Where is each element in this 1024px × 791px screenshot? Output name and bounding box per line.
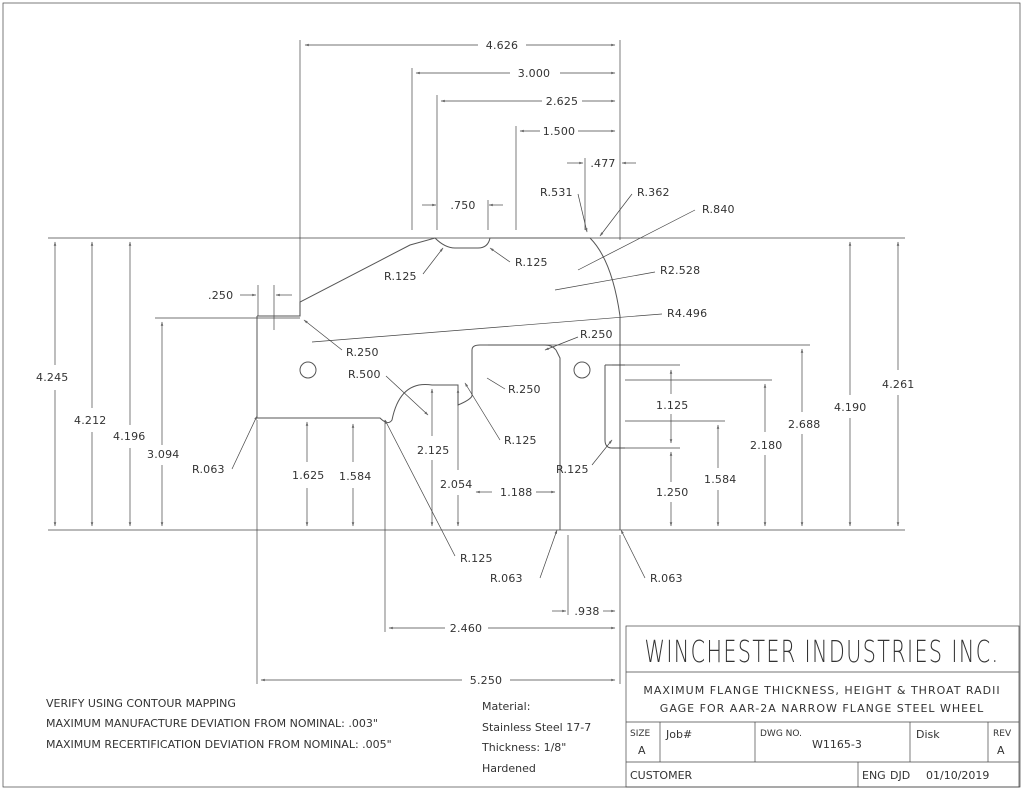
dim-2-688: 2.688 — [788, 418, 821, 431]
dim-0-250: .250 — [208, 289, 233, 302]
dim-3-094: 3.094 — [147, 448, 180, 461]
disk-label: Disk — [916, 728, 940, 741]
leader — [385, 375, 429, 416]
rev-label: REV — [993, 729, 1012, 739]
dim-1-584-a: 1.584 — [339, 470, 372, 483]
radius-r125-a: R.125 — [384, 270, 417, 283]
leader — [577, 209, 696, 271]
leader — [384, 419, 456, 557]
dim-1-625: 1.625 — [292, 469, 325, 482]
dim-5-250: 5.250 — [470, 674, 503, 687]
radius-r063-b: R.063 — [490, 572, 523, 585]
dim-2-180: 2.180 — [750, 439, 783, 452]
radius-r125-d: R.125 — [556, 463, 589, 476]
leader — [577, 193, 588, 233]
radius-r2528: R2.528 — [660, 264, 700, 277]
dim-2-625: 2.625 — [546, 95, 579, 108]
radius-r500: R.500 — [348, 368, 381, 381]
radius-r125-e: R.125 — [460, 552, 493, 565]
dim-1-500: 1.500 — [543, 125, 576, 138]
material-thickness: Thickness: 1/8" — [481, 741, 566, 754]
leader — [486, 377, 506, 390]
drawing-description-2: GAGE FOR AAR-2A NARROW FLANGE STEEL WHEE… — [660, 702, 984, 715]
radius-r125-b: R.125 — [515, 256, 548, 269]
leader — [464, 382, 501, 441]
radius-r840: R.840 — [702, 203, 735, 216]
dwg-number: W1165-3 — [812, 738, 862, 751]
dim-1-250: 1.250 — [656, 486, 689, 499]
dim-4-190: 4.190 — [834, 401, 867, 414]
leader — [591, 439, 613, 466]
dim-4-261: 4.261 — [882, 378, 915, 391]
job-label: Job# — [665, 728, 692, 741]
dim-2-054: 2.054 — [440, 478, 473, 491]
leader — [489, 247, 511, 263]
leader — [554, 271, 656, 291]
dim-1-188: 1.188 — [500, 486, 533, 499]
dim-1-584-b: 1.584 — [704, 473, 737, 486]
leader — [539, 529, 558, 579]
hole-right — [573, 361, 591, 379]
customer-label: CUSTOMER — [630, 769, 693, 782]
dim-4-212: 4.212 — [74, 414, 107, 427]
dim-2-125: 2.125 — [417, 444, 450, 457]
note-manufacture-deviation: MAXIMUM MANUFACTURE DEVIATION FROM NOMIN… — [46, 717, 378, 730]
leader — [231, 415, 258, 470]
dim-1-125: 1.125 — [656, 399, 689, 412]
dim-0-938: .938 — [574, 605, 599, 618]
radius-r125-c: R.125 — [504, 434, 537, 447]
material-label: Material: — [482, 700, 530, 713]
dim-2-460: 2.460 — [450, 622, 483, 635]
dwg-label: DWG NO. — [760, 729, 802, 739]
radius-r250-c: R.250 — [508, 383, 541, 396]
dim-3-000: 3.000 — [518, 67, 551, 80]
size-label: SIZE — [630, 729, 651, 739]
company-name: WINCHESTER INDUSTRIES INC. — [645, 635, 1000, 670]
title-block — [625, 625, 1020, 788]
drawing-date: 01/10/2019 — [926, 769, 989, 782]
note-recertification-deviation: MAXIMUM RECERTIFICATION DEVIATION FROM N… — [46, 738, 392, 751]
eng-label: ENG — [862, 769, 886, 782]
size-value: A — [638, 744, 646, 757]
dim-0-477: .477 — [590, 157, 615, 170]
material-value: Stainless Steel 17-7 — [482, 721, 591, 734]
leader — [620, 529, 646, 579]
note-verify: VERIFY USING CONTOUR MAPPING — [46, 697, 236, 710]
dim-0-750: .750 — [450, 199, 475, 212]
leader — [599, 193, 633, 237]
radius-r531: R.531 — [540, 186, 573, 199]
eng-value: DJD — [890, 769, 910, 782]
drawing-description-1: MAXIMUM FLANGE THICKNESS, HEIGHT & THROA… — [643, 684, 1000, 697]
radius-r362: R.362 — [637, 186, 670, 199]
leader — [544, 336, 579, 351]
radius-r250-b: R.250 — [580, 328, 613, 341]
dim-4-245: 4.245 — [36, 371, 69, 384]
hole-left — [299, 361, 317, 379]
dim-4-196: 4.196 — [113, 430, 146, 443]
radius-r250-a: R.250 — [346, 346, 379, 359]
leader — [311, 313, 663, 343]
radius-r063-c: R.063 — [650, 572, 683, 585]
radius-r063-a: R.063 — [192, 463, 225, 476]
leader — [422, 247, 444, 275]
gage-outline — [256, 237, 625, 530]
rev-value: A — [997, 744, 1005, 757]
radius-r4496: R4.496 — [667, 307, 707, 320]
leader — [303, 319, 343, 351]
material-hardened: Hardened — [482, 762, 536, 775]
dim-4-626: 4.626 — [486, 39, 519, 52]
